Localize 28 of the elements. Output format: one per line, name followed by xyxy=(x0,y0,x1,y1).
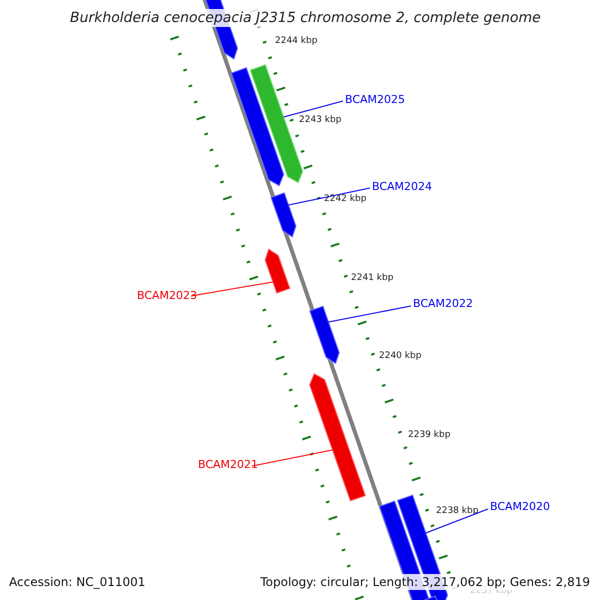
gene-name: BCAM2020 xyxy=(490,501,550,512)
leader-line xyxy=(288,188,370,206)
gene-block xyxy=(270,192,296,238)
leader-line xyxy=(328,306,412,322)
gene-block xyxy=(230,67,284,186)
gene-name: BCAM2022 xyxy=(413,298,474,309)
gene-block xyxy=(264,248,291,294)
leader-line xyxy=(252,450,333,466)
scale-label: 2244 kbp xyxy=(275,37,318,46)
leader-line xyxy=(283,100,344,118)
leader-line xyxy=(425,508,488,534)
gene-name: BCAM2021 xyxy=(198,459,258,470)
gene-name: BCAM2023 xyxy=(137,290,198,301)
scale-label: 2239 kbp xyxy=(408,431,450,440)
scale-label: 2242 kbp xyxy=(324,195,366,204)
scale-label: 2241 kbp xyxy=(351,274,394,283)
chart-title: Burkholderia cenocepacia J2315 chromosome 2, complete genome xyxy=(70,9,541,27)
accession-text: Accession: NC_011001 xyxy=(9,576,146,588)
scale-label: 2237 kbp xyxy=(470,587,512,596)
leader-line xyxy=(190,282,274,296)
gene-name: BCAM2024 xyxy=(372,181,432,192)
gene-block xyxy=(421,596,440,600)
scale-label: 2243 kbp xyxy=(299,116,342,125)
gene-block xyxy=(309,306,340,364)
gene-name: BCAM2025 xyxy=(345,94,406,105)
scale-label: 2240 kbp xyxy=(379,352,422,361)
gene-block xyxy=(309,372,366,502)
scale-label: 2238 kbp xyxy=(436,507,478,516)
